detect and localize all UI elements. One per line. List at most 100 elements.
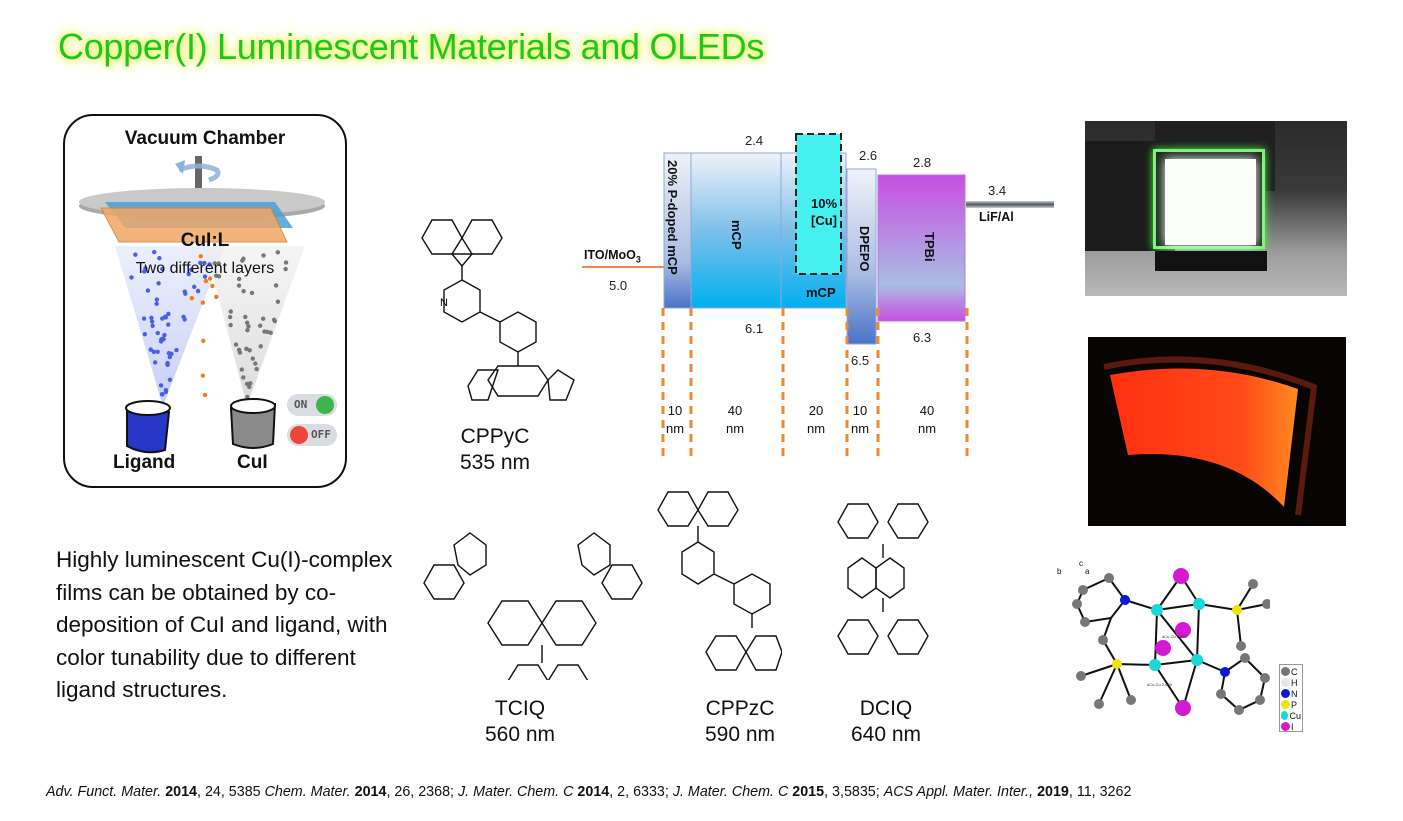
vapor-particle bbox=[174, 347, 179, 353]
rotation-shaft bbox=[195, 156, 202, 196]
atom-cu bbox=[1193, 598, 1205, 610]
layer-label-p-doped-mcp: 20% P-doped mCP bbox=[665, 160, 680, 275]
atom-c bbox=[1262, 599, 1270, 609]
molecule-cppyc: CPPyC 535 nm bbox=[425, 424, 565, 476]
layer-label-tpbi: TPBi bbox=[922, 232, 937, 262]
atom-cu bbox=[1151, 604, 1163, 616]
vapor-particle bbox=[258, 344, 263, 349]
legend-element-label: C bbox=[1291, 666, 1298, 677]
vapor-particle bbox=[241, 256, 246, 261]
reference-item: Adv. Funct. Mater. 2014, 24, 5385 bbox=[46, 784, 265, 800]
vapor-particle bbox=[150, 323, 155, 328]
vapor-particle bbox=[155, 349, 160, 354]
dpepo-homo: 6.5 bbox=[851, 353, 870, 368]
vapor-particle bbox=[261, 253, 266, 258]
vapor-particle bbox=[189, 267, 194, 272]
vapor-particle bbox=[233, 342, 239, 347]
molecule-wavelength: 560 nm bbox=[484, 723, 556, 746]
vapor-particle bbox=[254, 366, 259, 372]
crystal-structure: dCu-Cu 2.839 dCu-Cu 2.630 b c a bbox=[1057, 560, 1270, 716]
layer-p-doped-mcp bbox=[663, 152, 692, 309]
tpbi-lumo: 2.8 bbox=[913, 155, 932, 170]
vapor-particle bbox=[182, 289, 187, 294]
bond-label-1: dCu-Cu 2.839 bbox=[1162, 634, 1188, 639]
off-toggle: OFF bbox=[287, 424, 337, 446]
atom-cu bbox=[1191, 654, 1203, 666]
atom-c bbox=[1078, 585, 1088, 595]
ligand-plume bbox=[115, 246, 225, 406]
atom-c bbox=[1098, 635, 1108, 645]
cui-crucible bbox=[229, 398, 277, 449]
vapor-particle bbox=[129, 275, 134, 280]
molecule-tciq: TCIQ 560 nm bbox=[450, 696, 590, 748]
dopant-cu-box bbox=[795, 133, 842, 275]
anode-work-function: 5.0 bbox=[609, 278, 628, 293]
atom-c bbox=[1076, 671, 1086, 681]
vapor-particle bbox=[245, 328, 250, 333]
reference-item: J. Mater. Chem. C 2014, 2, 6333; bbox=[457, 784, 673, 800]
thickness-dividers bbox=[661, 308, 969, 460]
vapor-particle bbox=[167, 354, 173, 360]
vapor-particle bbox=[214, 294, 219, 300]
reference-item: J. Mater. Chem. C 2015, 3,5835; bbox=[672, 784, 884, 800]
vapor-particle bbox=[133, 252, 138, 257]
mcp-lumo: 2.4 bbox=[745, 133, 764, 148]
layer-label-emissive-mcp: mCP bbox=[806, 285, 836, 300]
atom-ball-icon bbox=[1281, 700, 1290, 709]
vapor-particle bbox=[207, 276, 213, 281]
atom-c bbox=[1080, 617, 1090, 627]
ligand-source-label: Ligand bbox=[113, 452, 176, 473]
molecule-wavelength: 590 nm bbox=[704, 723, 776, 746]
vapor-particle bbox=[156, 281, 161, 286]
axis-c-label: c bbox=[1079, 560, 1083, 568]
vapor-particle bbox=[160, 392, 165, 397]
layer-tpbi bbox=[877, 174, 966, 322]
layer-label-mcp: mCP bbox=[729, 220, 744, 250]
vapor-particle bbox=[244, 381, 250, 387]
vapor-particle bbox=[237, 350, 243, 355]
vapor-particle bbox=[182, 317, 187, 322]
vapor-particle bbox=[249, 290, 255, 296]
atom-p bbox=[1232, 605, 1242, 615]
vapor-particle bbox=[145, 288, 151, 293]
atom-ball-icon bbox=[1281, 711, 1289, 720]
description-text: Highly luminescent Cu(I)-complex films c… bbox=[56, 547, 393, 702]
dopant-species: [Cu] bbox=[811, 213, 837, 228]
dopant-label: 10% [Cu] bbox=[803, 195, 845, 229]
atom-ball-icon bbox=[1281, 678, 1290, 687]
axis-b-label: b bbox=[1057, 567, 1062, 576]
atom-c bbox=[1260, 673, 1270, 683]
green-oled-photo bbox=[1085, 121, 1347, 296]
vapor-particle bbox=[236, 276, 242, 282]
vapor-particle bbox=[202, 392, 208, 398]
tciq-structure bbox=[423, 532, 643, 680]
vapor-particle bbox=[192, 284, 197, 289]
on-toggle-label: ON bbox=[294, 398, 308, 411]
legend-element-label: H bbox=[1291, 677, 1298, 688]
vapor-particle bbox=[198, 260, 203, 265]
vapor-particle bbox=[244, 320, 250, 325]
dpepo-lumo: 2.6 bbox=[859, 148, 878, 163]
vapor-particle bbox=[228, 322, 233, 328]
rotation-arrow-icon bbox=[178, 163, 221, 183]
vapor-particle bbox=[200, 300, 206, 305]
atom-ball-icon bbox=[1281, 689, 1290, 698]
vapor-particle bbox=[246, 324, 251, 329]
vapor-particle bbox=[213, 273, 219, 278]
vapor-particle bbox=[166, 311, 171, 317]
chamber-illustration bbox=[79, 156, 325, 454]
vapor-particle bbox=[198, 254, 203, 259]
atom-c bbox=[1234, 705, 1244, 715]
vapor-particle bbox=[200, 373, 206, 378]
vapor-particle bbox=[166, 322, 171, 327]
vapor-particle bbox=[202, 260, 207, 266]
molecule-wavelength: 640 nm bbox=[850, 723, 922, 746]
vapor-particle bbox=[247, 348, 252, 353]
vapor-particle bbox=[152, 360, 158, 365]
vapor-particle bbox=[245, 394, 250, 400]
reference-item: Chem. Mater. 2014, 26, 2368; bbox=[264, 784, 458, 800]
on-toggle: ON bbox=[287, 394, 337, 416]
